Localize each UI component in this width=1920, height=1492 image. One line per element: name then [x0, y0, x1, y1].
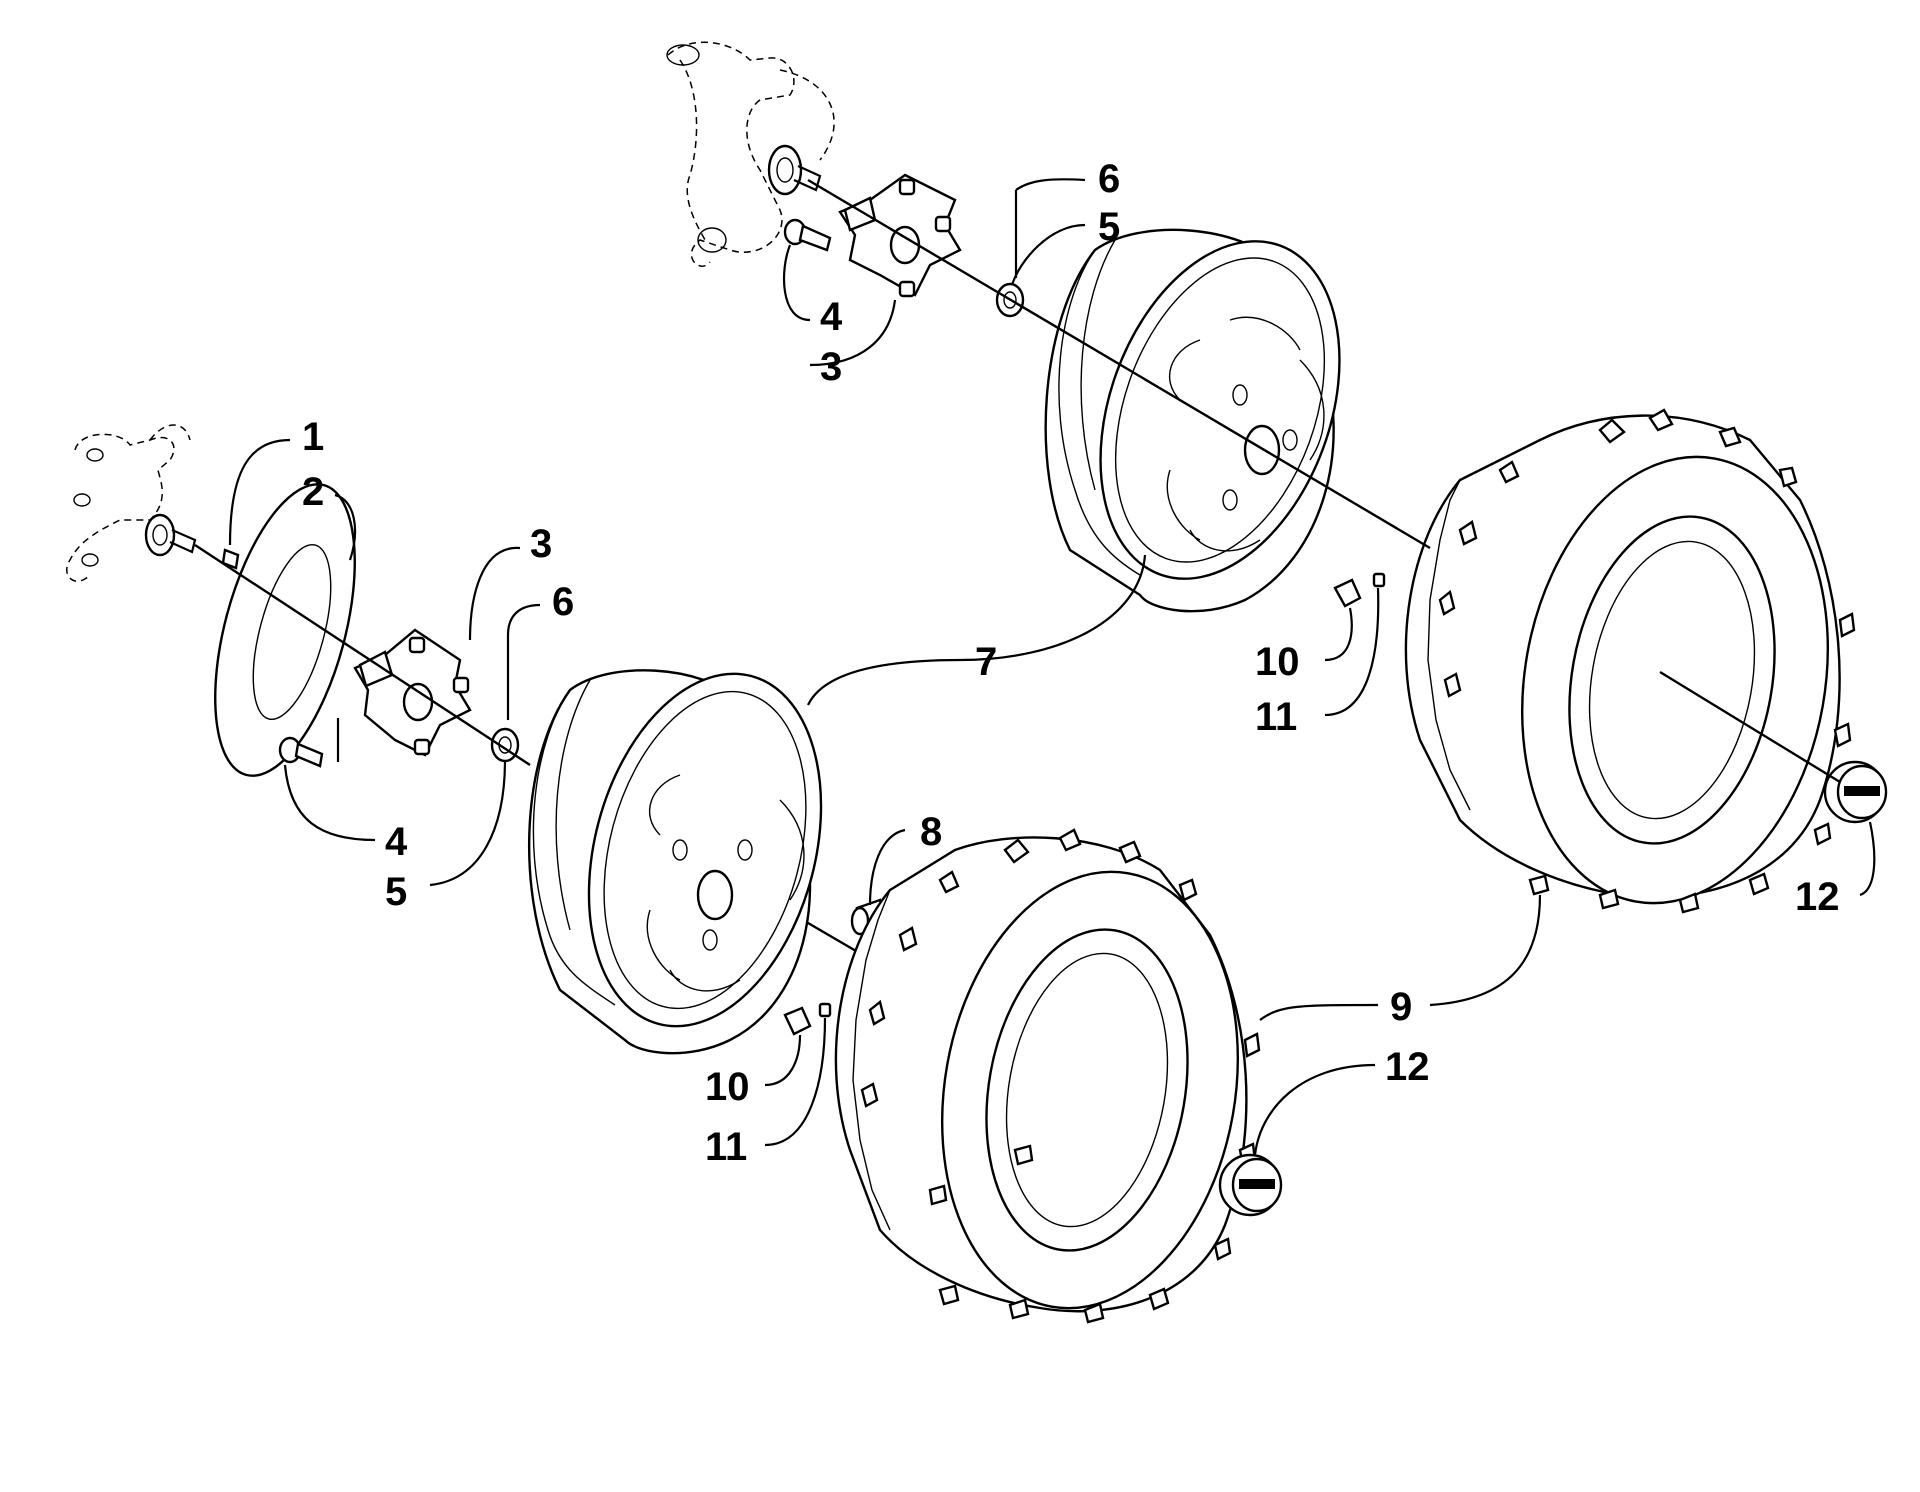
- tire-lower: [834, 828, 1261, 1324]
- leader-lines: [228, 178, 1876, 1156]
- callout-labels: 1 2 3 3 4 4 5 5 6 6 7 8 9 10 10 11 11 12…: [302, 157, 1840, 1169]
- brake-disc: [214, 483, 356, 777]
- callout-4: 4: [385, 820, 408, 864]
- callout-6: 6: [552, 580, 574, 624]
- wheel-rim-lower: [527, 669, 823, 1055]
- axis-line-upper-2: [1659, 670, 1841, 784]
- callout-7: 7: [975, 640, 997, 684]
- tire-upper: [1404, 408, 1856, 914]
- callout-10: 10: [1255, 640, 1300, 684]
- disc-bolt: [221, 548, 240, 570]
- hub-cap-lower: [1218, 1153, 1283, 1217]
- steering-knuckle-lower: [66, 424, 197, 582]
- axis-line-upper: [807, 178, 1431, 550]
- callout-4: 4: [820, 295, 843, 339]
- callout-1: 1: [302, 415, 324, 459]
- callout-11: 11: [705, 1125, 747, 1169]
- wheel-hub-lower: [353, 628, 472, 757]
- callout-8: 8: [920, 810, 942, 854]
- axis-line-lower: [194, 543, 531, 767]
- callout-3: 3: [530, 522, 552, 566]
- callout-12: 12: [1795, 875, 1840, 919]
- castle-nut-lower: [490, 727, 520, 763]
- callout-9: 9: [1390, 985, 1412, 1029]
- steering-knuckle-upper: [666, 41, 835, 267]
- valve-stem-lower: [783, 1002, 832, 1036]
- callout-12: 12: [1385, 1045, 1430, 1089]
- wheel-rim-upper: [1044, 228, 1341, 613]
- callout-3: 3: [820, 345, 842, 389]
- wheel-stud-lower: [278, 736, 324, 768]
- callout-10: 10: [705, 1065, 750, 1109]
- callout-2: 2: [302, 470, 324, 514]
- callout-6: 6: [1098, 157, 1120, 201]
- callout-5: 5: [1098, 205, 1120, 249]
- hub-cap-upper: [1823, 760, 1888, 824]
- wheel-stud-upper: [783, 218, 832, 252]
- callout-5: 5: [385, 870, 407, 914]
- valve-stem-upper: [1333, 572, 1386, 608]
- callout-11: 11: [1255, 695, 1297, 739]
